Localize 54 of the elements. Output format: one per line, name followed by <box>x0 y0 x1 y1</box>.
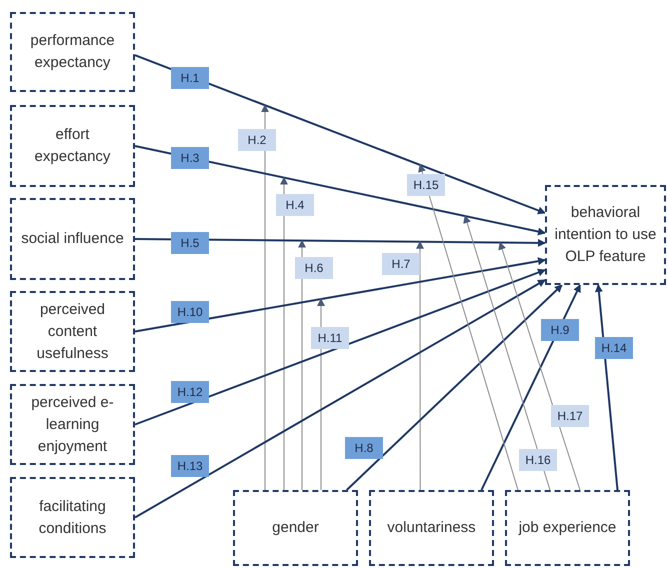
arrow <box>317 298 325 490</box>
dashed-box <box>10 291 135 372</box>
edge-label: H.7 <box>382 253 420 275</box>
node-text: social influence <box>21 229 124 249</box>
edge-label: H.16 <box>519 449 557 471</box>
node-text: behavioral intention to use OLP feature <box>554 203 658 267</box>
dashed-box <box>10 105 135 187</box>
arrow <box>463 215 550 490</box>
arrow <box>480 284 581 490</box>
edge-label: H.10 <box>171 301 209 323</box>
edge-label: H.8 <box>345 437 383 459</box>
arrow <box>346 284 563 491</box>
arrow <box>594 284 618 490</box>
dashed-box <box>10 384 135 465</box>
arrow <box>298 240 306 490</box>
arrow <box>134 257 546 332</box>
node-text: voluntariness <box>387 518 476 538</box>
edge-label: H.14 <box>595 337 633 359</box>
node-text: perceived e-learning enjoyment <box>30 392 115 456</box>
dashed-box <box>369 490 494 566</box>
arrow <box>280 176 288 490</box>
dashed-box <box>10 12 135 92</box>
node-text: gender <box>272 518 319 538</box>
node-text: effort expectancy <box>34 125 112 167</box>
arrow <box>135 238 546 247</box>
edge-label: H.9 <box>541 319 579 341</box>
node-text: job experience <box>518 518 616 538</box>
edge-label: H.3 <box>171 147 209 169</box>
edge-label: H.6 <box>295 257 333 279</box>
edge-label: H.17 <box>551 405 589 427</box>
node-text: perceived content usefulness <box>36 300 110 364</box>
dashed-box <box>545 185 666 285</box>
arrow <box>134 145 546 236</box>
node-text: performance expectancy <box>29 31 116 73</box>
edge-label: H.11 <box>311 327 349 349</box>
dashed-box <box>505 490 630 566</box>
dashed-box <box>233 490 358 566</box>
edge-label: H.12 <box>171 381 209 403</box>
dashed-box <box>10 477 135 558</box>
edge-label: H.15 <box>407 174 445 196</box>
edge-label: H.4 <box>276 194 314 216</box>
edge-label: H.5 <box>171 232 209 254</box>
arrow <box>498 242 580 490</box>
edge-label: H.1 <box>171 67 209 89</box>
arrow <box>261 104 269 490</box>
edge-label: H.2 <box>238 129 276 151</box>
arrow <box>416 240 424 490</box>
edge-label: H.13 <box>171 455 209 477</box>
arrow <box>134 279 546 518</box>
node-text: facilitating conditions <box>38 496 108 538</box>
dashed-box <box>10 198 135 280</box>
arrow <box>418 164 518 490</box>
arrow <box>134 54 546 214</box>
arrow <box>134 268 546 426</box>
